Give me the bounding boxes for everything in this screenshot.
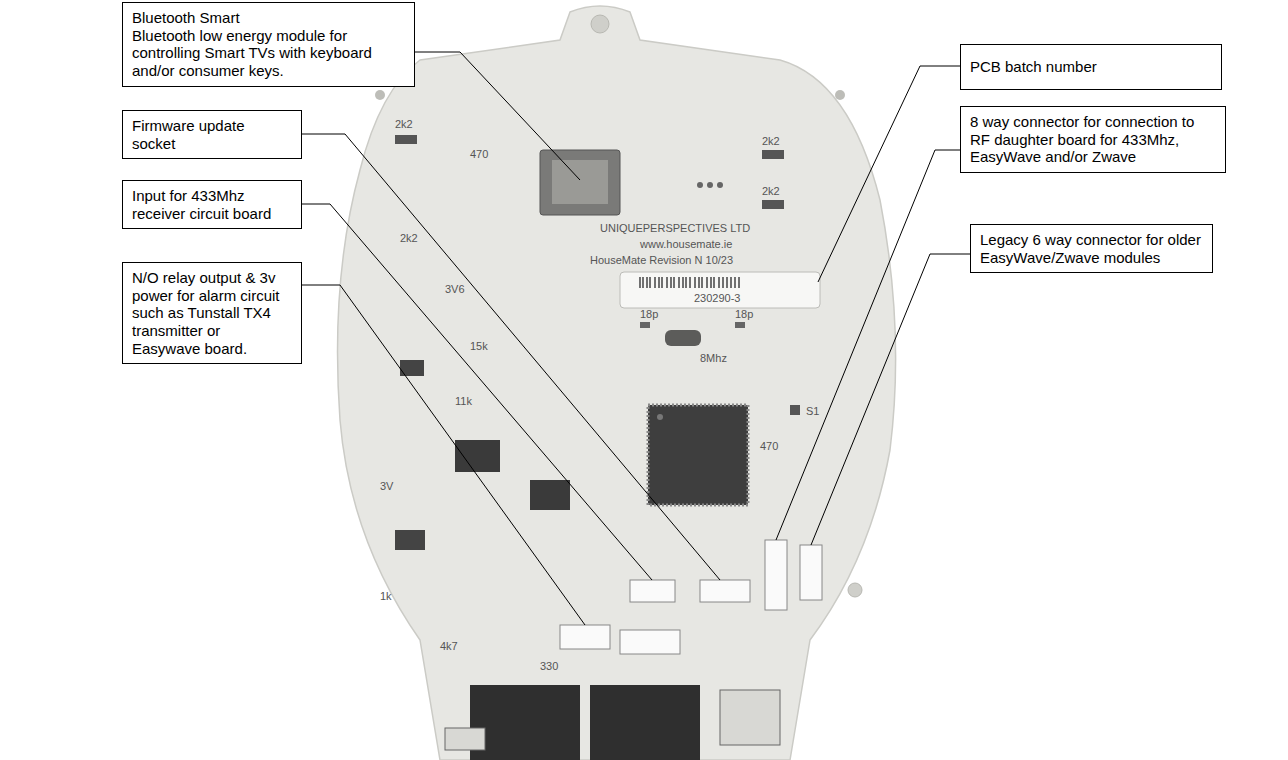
silkscreen-label: 4k7: [440, 640, 458, 652]
silkscreen-label: HouseMate Revision N 10/23: [590, 254, 733, 266]
leader-lines: [302, 52, 970, 625]
silkscreen-label: 330: [540, 660, 558, 672]
leader-line: [776, 150, 960, 540]
input-connector: [630, 580, 675, 602]
resistor-symbol: [762, 200, 784, 209]
ic-chip: [455, 440, 500, 472]
silkscreen-label: 18p: [735, 308, 753, 320]
module-shield: [552, 160, 608, 204]
mounting-hole: [835, 90, 845, 100]
silkscreen-label: 8Mhz: [700, 352, 727, 364]
leader-line: [302, 134, 720, 580]
bluetooth-module: [540, 150, 620, 215]
callout-text: 8 way connector for connection to RF dau…: [970, 113, 1216, 166]
crystal: [665, 330, 701, 346]
leader-line: [811, 254, 970, 545]
barcode: [640, 277, 739, 288]
transistor: [395, 530, 425, 550]
switch: [790, 405, 800, 415]
leader-line: [302, 285, 585, 625]
leader-line: [818, 66, 960, 282]
callout-box: PCB batch number: [960, 44, 1222, 90]
callout-box: Input for 433Mhz receiver circuit board: [122, 180, 302, 229]
microcontroller: [648, 405, 748, 505]
callout-box: Bluetooth SmartBluetooth low energy modu…: [122, 2, 415, 87]
silkscreen-label: 2k2: [400, 232, 418, 244]
callout-text: Legacy 6 way connector for older EasyWav…: [980, 231, 1203, 266]
silkscreen-label: 230290-3: [694, 292, 741, 304]
mounting-hole: [591, 15, 609, 33]
callout-box: 8 way connector for connection to RF dau…: [960, 106, 1226, 173]
rj-socket: [590, 685, 700, 760]
silkscreen-label: 2k2: [395, 118, 413, 130]
silkscreen-label: 18p: [640, 308, 658, 320]
capacitor-symbol: [640, 322, 650, 328]
callout-box: Firmware update socket: [122, 110, 302, 159]
rj-socket: [470, 685, 580, 760]
led-pad: [697, 182, 703, 188]
mounting-hole: [848, 583, 862, 597]
resistor-symbol: [395, 135, 417, 144]
callout-text: Bluetooth low energy module for controll…: [132, 27, 405, 80]
led-pad: [707, 182, 713, 188]
eight-way-connector: [765, 540, 787, 610]
usb-socket: [720, 690, 780, 745]
pin-marker: [657, 414, 663, 420]
silkscreen-label: 2k2: [762, 185, 780, 197]
silkscreen-label: 470: [470, 148, 488, 160]
silkscreen-label: 1k: [380, 590, 392, 602]
silkscreen-label: 15k: [470, 340, 488, 352]
silkscreen-label: S1: [806, 405, 819, 417]
silkscreen-label: 3V: [380, 480, 393, 492]
callout-text: Bluetooth Smart: [132, 9, 405, 27]
silkscreen-label: 3V6: [445, 283, 465, 295]
led-pad: [717, 182, 723, 188]
batch-sticker: [620, 272, 820, 308]
circuit-board: [338, 6, 896, 760]
mini-usb: [445, 728, 485, 750]
callout-text: Input for 433Mhz receiver circuit board: [132, 187, 292, 222]
power-connector: [620, 630, 680, 654]
silkscreen-label: 2k2: [762, 135, 780, 147]
leader-line: [415, 52, 580, 180]
callout-box: N/O relay output & 3v power for alarm ci…: [122, 262, 302, 364]
capacitor-symbol: [735, 322, 745, 328]
silkscreen-label: UNIQUEPERSPECTIVES LTD: [600, 222, 750, 234]
mounting-hole: [375, 90, 385, 100]
resistor-symbol: [762, 150, 784, 159]
silkscreen-label: www.housemate.ie: [640, 238, 732, 250]
six-way-connector: [800, 545, 822, 600]
callout-text: N/O relay output & 3v power for alarm ci…: [132, 269, 292, 357]
callout-text: PCB batch number: [970, 58, 1212, 76]
callout-text: Firmware update socket: [132, 117, 292, 152]
relay-connector: [560, 625, 610, 649]
callout-box: Legacy 6 way connector for older EasyWav…: [970, 224, 1213, 273]
silkscreen-label: 11k: [455, 395, 472, 407]
silkscreen-label: 470: [760, 440, 778, 452]
ic-chip: [530, 480, 570, 510]
firmware-socket: [700, 580, 750, 602]
